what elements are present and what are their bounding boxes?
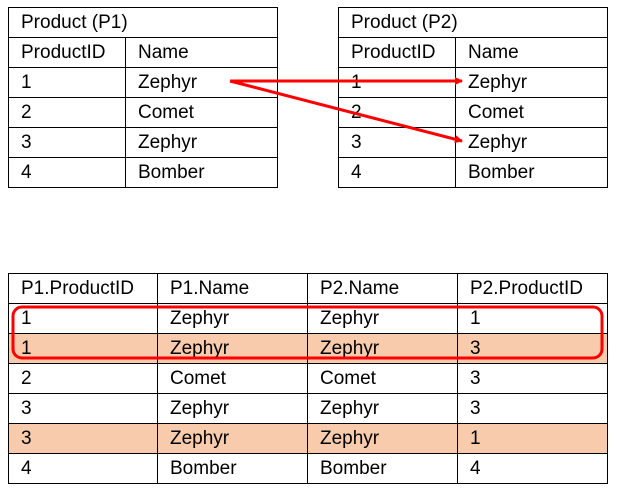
table-row: 1 Zephyr Zephyr 1 (8, 303, 608, 334)
p2-cell-productid: 2 (338, 97, 456, 128)
result-header-p1-productid: P1.ProductID (8, 273, 158, 304)
p1-cell-name: Bomber (125, 157, 278, 188)
result-cell: 3 (457, 363, 608, 394)
result-header-p1-name: P1.Name (157, 273, 308, 304)
result-cell: Zephyr (157, 333, 308, 364)
p1-cell-name: Zephyr (125, 127, 278, 158)
p2-header-productid: ProductID (338, 37, 456, 68)
result-header-p2-name: P2.Name (307, 273, 458, 304)
p1-header-name: Name (125, 37, 278, 68)
table-row: 4 Bomber (8, 157, 278, 188)
p1-cell-productid: 1 (8, 67, 126, 98)
result-cell: Bomber (307, 453, 458, 484)
result-cell: 1 (8, 303, 158, 334)
p2-cell-productid: 3 (338, 127, 456, 158)
p1-header-productid: ProductID (8, 37, 126, 68)
result-cell: 3 (8, 393, 158, 424)
result-cell: 4 (457, 453, 608, 484)
result-cell: 1 (457, 423, 608, 454)
p2-header-name: Name (455, 37, 608, 68)
table-row: 4 Bomber (338, 157, 608, 188)
table-row: 4 Bomber Bomber 4 (8, 453, 608, 484)
result-cell: Zephyr (307, 423, 458, 454)
join-result-table: P1.ProductID P1.Name P2.Name P2.ProductI… (8, 273, 608, 484)
result-header-p2-productid: P2.ProductID (457, 273, 608, 304)
p2-cell-name: Zephyr (455, 67, 608, 98)
result-cell: Bomber (157, 453, 308, 484)
result-cell: 4 (8, 453, 158, 484)
result-cell: Zephyr (157, 423, 308, 454)
p1-cell-productid: 2 (8, 97, 126, 128)
result-cell: 1 (457, 303, 608, 334)
table-row: 3 Zephyr (338, 127, 608, 158)
result-cell: Zephyr (307, 333, 458, 364)
table-row: 3 Zephyr (8, 127, 278, 158)
result-cell: 1 (8, 333, 158, 364)
table-row: 2 Comet Comet 3 (8, 363, 608, 394)
table-row: 2 Comet (338, 97, 608, 128)
p2-table-title: Product (P2) (338, 7, 608, 38)
table-row: 1 Zephyr Zephyr 3 (8, 333, 608, 364)
p1-cell-productid: 3 (8, 127, 126, 158)
table-row: 2 Comet (8, 97, 278, 128)
result-cell: 3 (8, 423, 158, 454)
p1-cell-name: Comet (125, 97, 278, 128)
result-cell: Comet (157, 363, 308, 394)
result-cell: Zephyr (157, 393, 308, 424)
table-row: 3 Zephyr Zephyr 1 (8, 423, 608, 454)
p1-table-title: Product (P1) (8, 7, 278, 38)
p1-cell-name: Zephyr (125, 67, 278, 98)
result-cell: 2 (8, 363, 158, 394)
result-cell: 3 (457, 333, 608, 364)
product-p1-table: Product (P1) ProductID Name 1 Zephyr 2 C… (8, 7, 278, 188)
p2-cell-productid: 4 (338, 157, 456, 188)
p2-cell-name: Comet (455, 97, 608, 128)
result-cell: 3 (457, 393, 608, 424)
table-row: 3 Zephyr Zephyr 3 (8, 393, 608, 424)
p2-cell-name: Bomber (455, 157, 608, 188)
p2-cell-productid: 1 (338, 67, 456, 98)
result-cell: Zephyr (157, 303, 308, 334)
result-cell: Comet (307, 363, 458, 394)
product-p2-table: Product (P2) ProductID Name 1 Zephyr 2 C… (338, 7, 608, 188)
p1-cell-productid: 4 (8, 157, 126, 188)
result-cell: Zephyr (307, 303, 458, 334)
result-cell: Zephyr (307, 393, 458, 424)
table-row: 1 Zephyr (8, 67, 278, 98)
table-row: 1 Zephyr (338, 67, 608, 98)
p2-cell-name: Zephyr (455, 127, 608, 158)
